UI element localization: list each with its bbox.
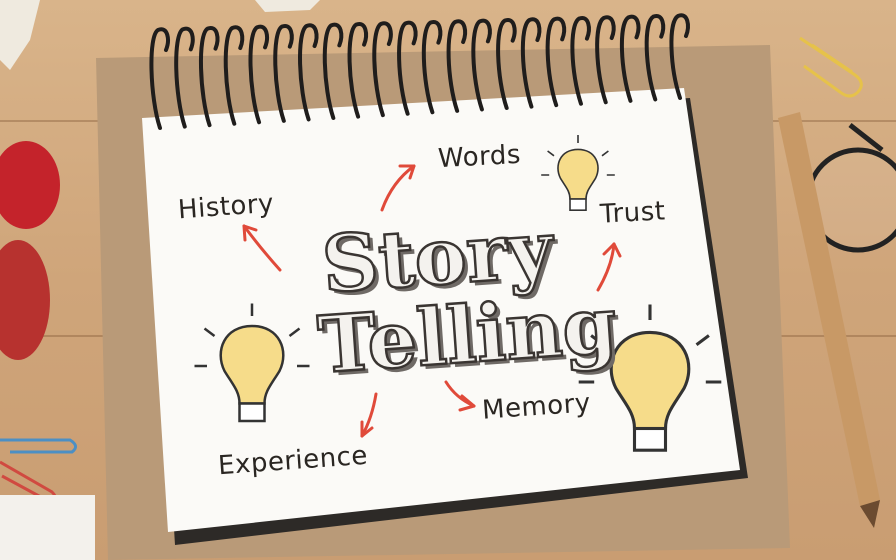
spiral-ring <box>644 14 666 102</box>
spiral-ring <box>149 27 170 130</box>
pencil-icon <box>778 112 880 528</box>
spiral-binding <box>149 13 690 130</box>
spiral-ring <box>372 21 393 118</box>
red-clip-holder-icon <box>0 141 60 360</box>
word-trust: Trust <box>599 196 667 230</box>
spiral-ring <box>347 22 368 119</box>
spiral-ring <box>397 20 418 116</box>
arrow-to-words <box>380 164 416 212</box>
crumpled-paper-icon <box>0 0 320 70</box>
arrow-to-trust <box>596 242 616 292</box>
spiral-ring <box>520 17 542 109</box>
spiral-ring <box>619 14 641 103</box>
spiral-ring <box>446 19 468 113</box>
arrow-to-history <box>242 224 282 272</box>
spiral-ring <box>198 26 220 128</box>
spiral-ring <box>248 24 269 125</box>
small-notebook-icon <box>0 495 95 560</box>
light-bulb-icon <box>541 134 615 212</box>
light-bulb-icon <box>194 303 310 423</box>
spiral-ring <box>496 18 517 110</box>
spiral-ring <box>471 18 492 112</box>
spiral-ring <box>595 15 616 105</box>
spiral-ring <box>297 23 319 122</box>
spiral-ring <box>545 16 567 108</box>
paper-clip-icon <box>0 438 77 504</box>
paper-clip-icon <box>799 36 863 98</box>
spiral-ring <box>174 26 195 129</box>
spiral-ring <box>223 25 245 126</box>
light-bulb-icon <box>578 304 722 452</box>
word-words: Words <box>437 139 522 175</box>
spiral-ring <box>322 22 344 120</box>
spiral-ring <box>669 13 690 100</box>
spiral-ring <box>570 16 591 106</box>
spiral-ring <box>421 20 443 115</box>
notebook-page <box>142 88 740 532</box>
arrows <box>242 164 622 438</box>
spiral-ring <box>273 24 294 123</box>
